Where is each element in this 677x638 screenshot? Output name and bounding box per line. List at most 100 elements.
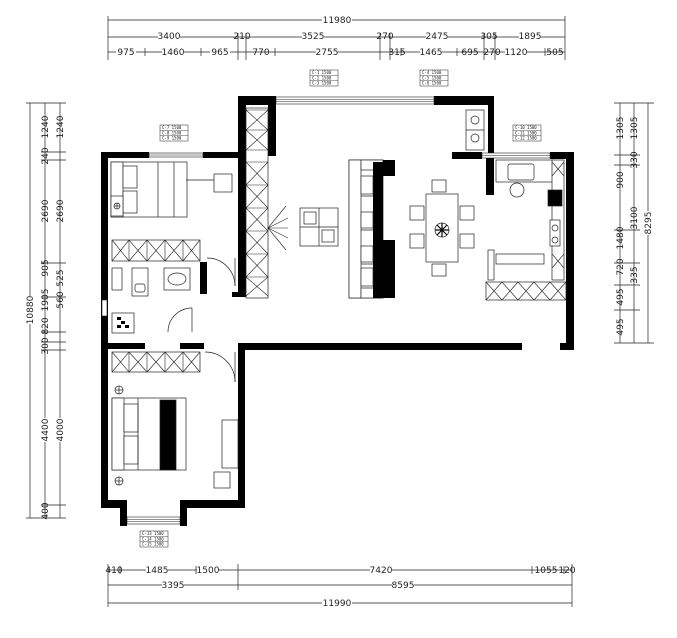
wall-living-pier (268, 96, 276, 156)
dim-left-o8: 4400 (41, 418, 51, 441)
dim-right-o4: 720 (616, 258, 626, 275)
wall-tv (238, 155, 246, 295)
dim-bot-5: 1055 (535, 566, 558, 576)
wall-bedroom2-east (238, 343, 245, 508)
window-tag-1: C-1 1500 C-2 1500 C-3 1500 (309, 69, 339, 87)
stove (549, 219, 561, 247)
left-dimension-labels: 10880 1240 240 2690 905 1905 820 300 440… (25, 115, 66, 520)
dim-top-6: 305 (480, 32, 497, 42)
dim-top-r2-11: 505 (546, 48, 563, 58)
dim-top-r2-1: 975 (117, 48, 134, 58)
dim-right-i4: 335 (630, 266, 640, 283)
tv-cabinet (245, 107, 269, 299)
chair (459, 233, 475, 249)
dim-right-o6: 495 (616, 318, 626, 335)
dim-left-o5: 1905 (41, 289, 51, 312)
tv-projection (267, 205, 289, 251)
bedroom-1 (110, 161, 236, 287)
wall-living-north-b (434, 96, 494, 105)
door-bedroom1 (206, 257, 236, 287)
window-tag-line: C-6 1500 (422, 81, 442, 86)
fridge (547, 189, 563, 207)
window-bath (101, 299, 108, 317)
right-dimension-labels: 1305 900 1480 720 495 495 1305 330 3100 … (616, 117, 654, 336)
window-tag-line: C-2 1500 (312, 75, 332, 80)
dim-left-i2: 2690 (56, 199, 66, 222)
window-tag-line: C-1 1500 (312, 70, 332, 75)
window-tag-line: C-14 1500 (142, 536, 164, 541)
chair (459, 205, 475, 221)
wall-bedroom1-north-b (203, 152, 245, 158)
window-tag-line: C-11 1500 (515, 130, 537, 135)
wall-east-stub (560, 343, 574, 350)
dim-left-i5: 4000 (56, 418, 66, 441)
window-bay (126, 516, 181, 525)
dim-left-o6: 820 (41, 317, 51, 334)
window-tag-line: C-7 1500 (162, 125, 182, 130)
window-tag-line: C-8 1500 (162, 130, 182, 135)
dim-bot-1: 410 (105, 566, 122, 576)
dim-top-r2-2: 1460 (162, 48, 185, 58)
dim-right-i3: 3100 (630, 206, 640, 229)
dim-right-o1: 1305 (616, 117, 626, 140)
window-tag-line: C-15 1500 (142, 542, 164, 547)
chair (409, 233, 425, 249)
wall-tv-base (232, 292, 246, 297)
wall-kitchen-north-a (452, 152, 482, 159)
wall-bath-west-pier (101, 292, 107, 300)
chair (409, 205, 425, 221)
window-tag-line: C-10 1500 (515, 125, 537, 130)
dim-bot-r2-1: 3395 (162, 581, 185, 591)
dim-top-7: 1895 (519, 32, 542, 42)
walls (101, 96, 574, 526)
dim-bot-total: 11990 (323, 599, 352, 609)
dim-left-total: 10880 (26, 295, 36, 324)
dim-top-5: 2475 (426, 32, 449, 42)
kitchen-island (495, 253, 545, 265)
window-tag-line: C-4 1500 (422, 70, 442, 75)
dim-left-o4: 905 (41, 259, 51, 276)
wall-bath-south-a (101, 343, 145, 349)
dim-top-3: 3525 (302, 32, 325, 42)
kitchen-door-jamb (487, 249, 495, 281)
wall-west (101, 152, 108, 507)
wall-bedroom2-south-b (180, 500, 245, 508)
shower-rack (111, 267, 123, 291)
wall-bedroom1-north-a (101, 152, 149, 158)
wall-kitchen-west (486, 155, 494, 195)
dim-left-i1: 1240 (56, 115, 66, 138)
window-tag-line: C-3 1500 (312, 81, 332, 86)
dim-left-o1: 1240 (41, 115, 51, 138)
dim-top-r2-3: 965 (211, 48, 228, 58)
bottom-dimension-labels: 410 1485 1500 7420 1055 120 3395 8595 11… (105, 565, 576, 609)
window-tag-4: C-10 1500 C-11 1500 C-12 1500 (512, 124, 542, 142)
wall-balcony-east (488, 96, 494, 159)
dim-bot-2: 1485 (146, 566, 169, 576)
living-room (245, 107, 395, 299)
dining (409, 179, 475, 277)
dim-right-i2: 330 (630, 151, 640, 168)
top-dimension-labels: 11980 3400 210 3525 270 2475 305 1895 97… (116, 14, 564, 58)
dim-right-i1: 1305 (630, 117, 640, 140)
window-living (275, 96, 435, 105)
chair-2 (213, 471, 231, 489)
dim-top-r2-6: 315 (388, 48, 405, 58)
dim-bot-4: 7420 (370, 566, 393, 576)
kitchen (485, 159, 567, 301)
dim-right-total: 8295 (644, 212, 654, 235)
dim-left-o3: 2690 (41, 199, 51, 222)
balcony-storage (465, 109, 485, 151)
dim-bot-6: 120 (558, 566, 575, 576)
dim-bot-r2-2: 8595 (392, 581, 415, 591)
chair (431, 263, 447, 277)
wall-kitchen-north-b (550, 152, 574, 159)
dim-top-r2-9: 270 (483, 48, 500, 58)
dim-left-o9: 400 (41, 502, 51, 519)
desk-chair-1 (213, 173, 233, 193)
dim-left-o7: 300 (41, 337, 51, 354)
wall-bath-east (200, 262, 207, 294)
door-bath (167, 307, 193, 333)
dim-top-total: 11980 (323, 16, 352, 26)
dim-right-o2: 900 (616, 171, 626, 188)
